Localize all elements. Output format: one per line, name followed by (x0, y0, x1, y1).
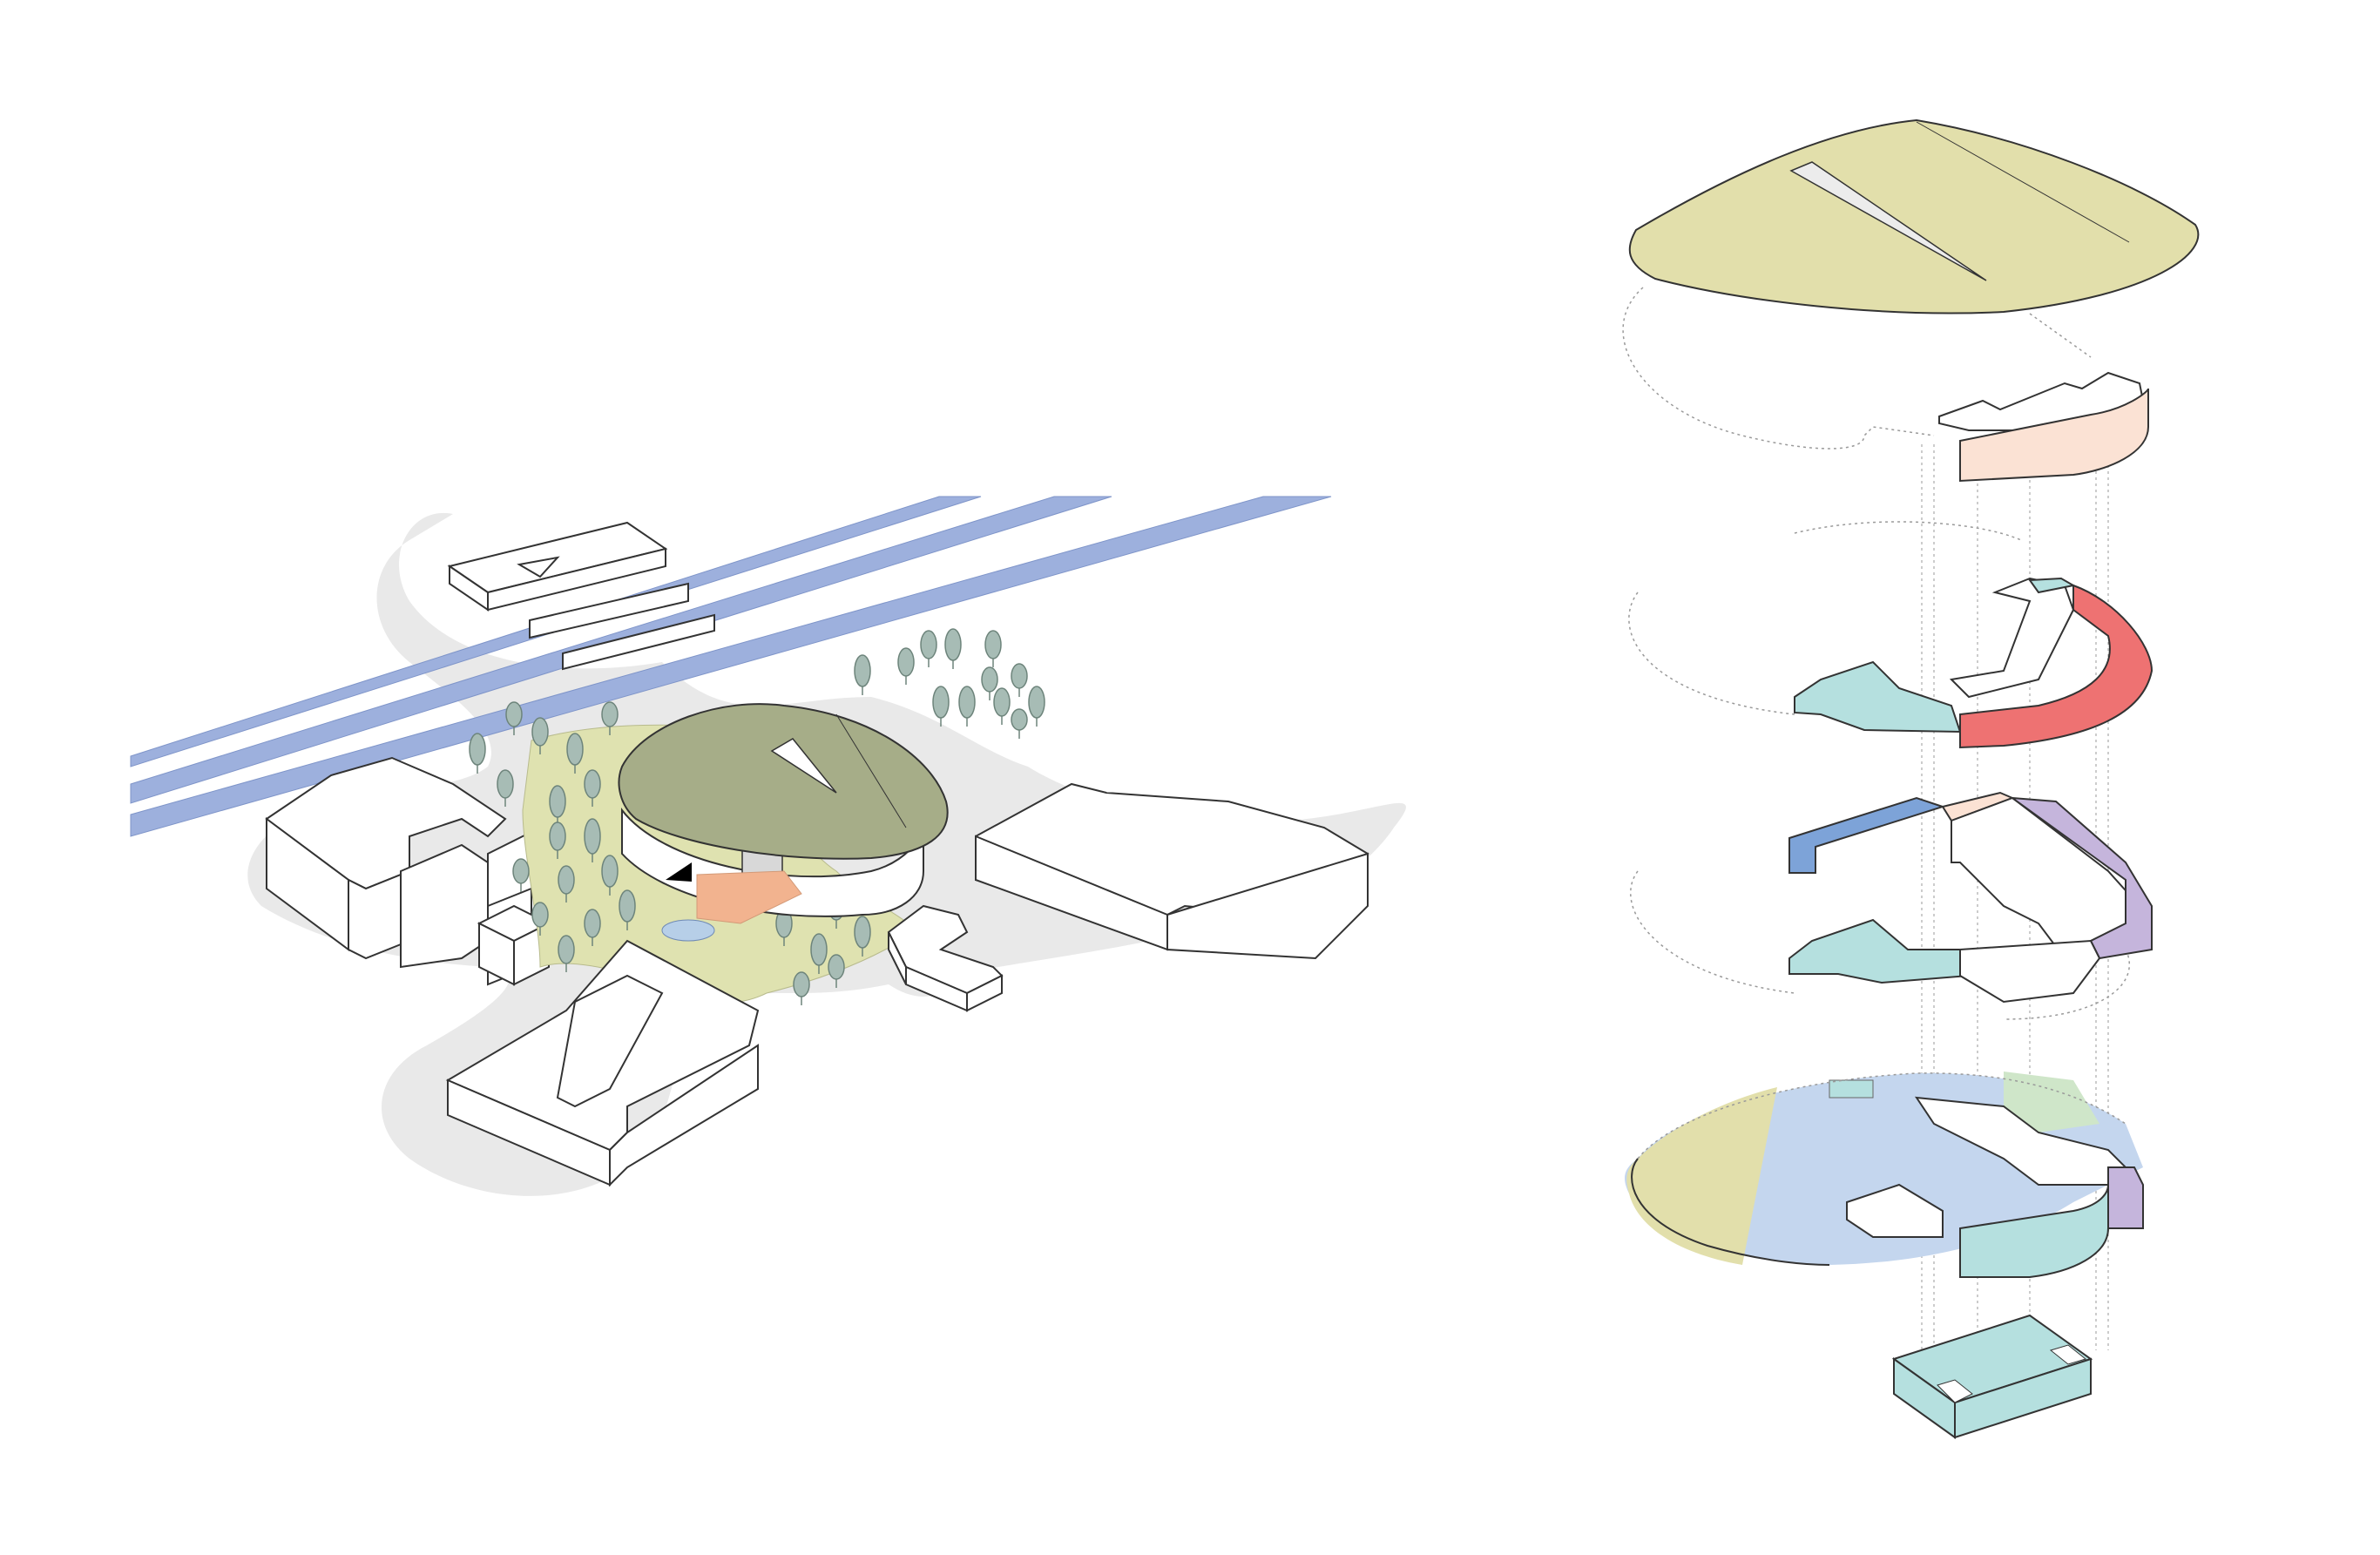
roof-skylight (1789, 161, 1987, 281)
tree-icon (828, 954, 845, 980)
level-basement (1891, 1314, 2093, 1439)
level-4 (1938, 371, 2149, 483)
building-east-small (887, 904, 1004, 1012)
tree-icon (981, 666, 998, 693)
tree-icon (793, 971, 810, 997)
tree-icon (584, 909, 601, 938)
tree-icon (958, 686, 976, 719)
tree-icon (505, 701, 523, 727)
site-axonometric (130, 496, 1406, 1196)
tree-icon (932, 686, 950, 719)
tree-icon (531, 717, 549, 747)
rail-line-3 (130, 496, 1332, 837)
tree-icon (1011, 708, 1028, 731)
level-roof (1622, 118, 2200, 450)
roof-skylight (770, 738, 837, 794)
trees-east (854, 628, 1045, 739)
tree-icon (549, 821, 566, 851)
level-3 (1628, 521, 2153, 749)
tree-icon (584, 818, 601, 855)
roof-outline-guide (1622, 287, 1935, 450)
tree-icon (601, 855, 619, 888)
tree-icon (558, 935, 575, 964)
tree-icon (944, 628, 962, 661)
tree-icon (984, 630, 1002, 659)
pond (661, 919, 715, 942)
building-west (265, 756, 541, 986)
level-ground (1625, 1072, 2144, 1278)
tree-icon (497, 769, 514, 799)
tree-icon (558, 865, 575, 895)
new-building-roof (618, 703, 949, 860)
tree-icon (1011, 663, 1028, 689)
tree-icon (920, 630, 937, 659)
tree-icon (854, 654, 871, 687)
tree-icon (854, 916, 871, 949)
tree-icon (897, 647, 915, 677)
tree-icon (531, 902, 549, 928)
tree-icon (549, 785, 566, 818)
level-2 (1630, 791, 2153, 1020)
tree-icon (993, 687, 1011, 717)
exploded-axonometric (1622, 118, 2200, 1439)
tree-icon (1028, 686, 1045, 719)
entrance-marker (666, 862, 692, 882)
tree-icon (810, 933, 828, 966)
building-east-large (975, 782, 1369, 960)
roof-slab (1628, 118, 2200, 314)
tree-icon (512, 858, 530, 884)
tree-icon (619, 889, 636, 923)
station-building (447, 521, 715, 671)
plaza (696, 870, 802, 924)
tree-icon (601, 701, 619, 727)
building-south (445, 939, 760, 1187)
tree-icon (584, 769, 601, 799)
tree-icon (566, 733, 584, 766)
tree-icon (469, 733, 486, 766)
